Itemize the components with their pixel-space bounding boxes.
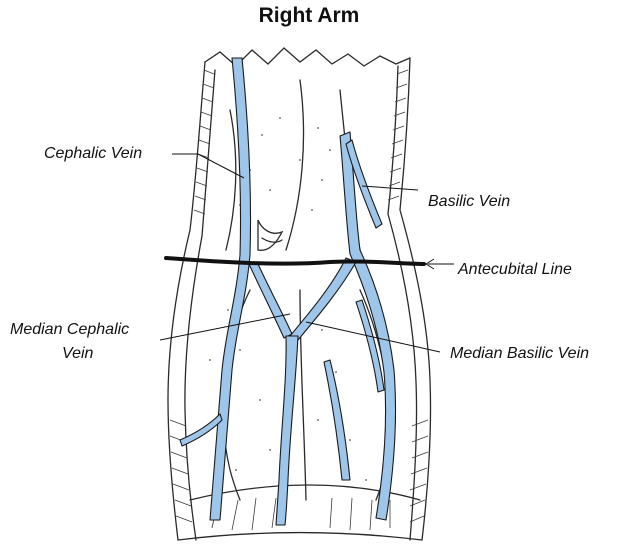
leader-lines xyxy=(160,154,454,352)
median-basilic-vein-label: Median Basilic Vein xyxy=(450,344,589,364)
basilic-vein-label: Basilic Vein xyxy=(428,192,510,212)
antecubital-line xyxy=(166,258,424,264)
median-cephalic-vein-leader xyxy=(160,314,290,340)
veins xyxy=(180,58,396,525)
median-cephalic-vein-label-line2: Vein xyxy=(62,344,93,364)
antecubital-line-label: Antecubital Line xyxy=(458,260,572,280)
median-cephalic-vein-label-line1: Median Cephalic xyxy=(10,320,129,340)
cephalic-vein-label: Cephalic Vein xyxy=(44,144,142,164)
median-cephalic-vein xyxy=(248,262,292,338)
forearm-branch-right xyxy=(324,360,350,480)
cephalic-vein xyxy=(210,58,251,520)
forearm-branch-left xyxy=(180,414,222,446)
median-antebrachial-vein xyxy=(276,336,298,525)
